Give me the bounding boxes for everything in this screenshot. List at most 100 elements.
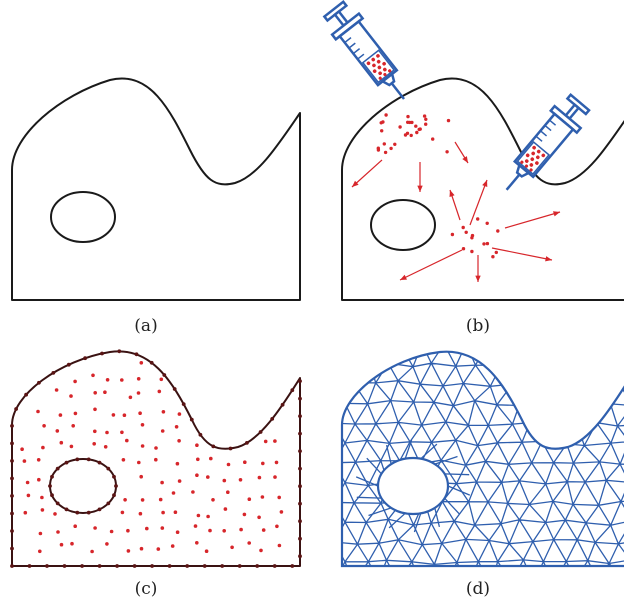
particle [80, 564, 84, 568]
particle [36, 409, 40, 414]
particle [298, 484, 302, 489]
particle [66, 362, 71, 367]
particle [247, 541, 251, 545]
particle [376, 148, 381, 152]
particle [97, 460, 102, 465]
spread-arrows [351, 141, 561, 282]
particle [174, 425, 179, 429]
particle [226, 490, 230, 495]
particle [139, 361, 144, 365]
particle [238, 478, 243, 482]
particle [93, 407, 97, 412]
particle [263, 439, 268, 444]
particle [156, 547, 161, 551]
particle [27, 564, 32, 568]
particle [70, 541, 74, 546]
particle [37, 380, 41, 385]
particle [14, 407, 18, 411]
particle [20, 447, 24, 452]
particle [160, 429, 165, 433]
arrow [475, 255, 481, 282]
particle [75, 457, 80, 462]
particle [136, 377, 141, 381]
particle [393, 142, 397, 146]
particle [55, 429, 60, 433]
particle [159, 377, 164, 382]
particle [128, 395, 133, 400]
particle [298, 414, 302, 418]
particle [109, 529, 114, 534]
particle [177, 439, 181, 443]
particle [461, 225, 465, 230]
syringe-icon [322, 0, 405, 100]
particle [450, 232, 455, 237]
particle [149, 360, 154, 365]
particle [53, 512, 57, 516]
particle [211, 498, 215, 502]
particle [195, 443, 199, 448]
particle [274, 460, 279, 465]
caption-d: (d) [466, 579, 490, 599]
particle [191, 490, 195, 494]
particle [496, 229, 500, 233]
particle [75, 510, 80, 515]
arrow [399, 249, 463, 281]
arrow [469, 179, 488, 226]
arrow [504, 211, 561, 229]
particle [112, 474, 116, 479]
particle [59, 542, 64, 547]
hole-d [376, 456, 450, 516]
particle [106, 501, 111, 506]
arrow [449, 189, 461, 221]
particle [446, 118, 451, 123]
particle [161, 410, 166, 414]
particle [83, 356, 87, 361]
particle [10, 494, 14, 498]
particle [134, 352, 139, 357]
particle [259, 548, 263, 553]
caption-b: (b) [466, 316, 490, 336]
particle [86, 457, 91, 462]
particle [122, 413, 127, 418]
particle [260, 495, 265, 499]
particle [10, 424, 14, 428]
particle [476, 217, 480, 221]
particle [162, 373, 167, 377]
particle [161, 510, 165, 515]
particle [209, 456, 213, 461]
particle [136, 391, 141, 395]
particle [204, 549, 209, 553]
particle [261, 528, 266, 532]
particle [171, 491, 176, 495]
particle [10, 546, 14, 551]
particle [93, 526, 97, 530]
particle [173, 510, 178, 514]
particle [177, 479, 182, 483]
panel-b: (b) [322, 0, 624, 336]
particle [145, 526, 149, 531]
particle [41, 445, 45, 450]
particle [140, 423, 145, 427]
particle [62, 564, 67, 568]
particle [24, 392, 28, 397]
particle [10, 564, 14, 568]
particle [10, 476, 14, 481]
particle [93, 391, 97, 395]
domain-outline-a [11, 77, 301, 301]
particle [196, 513, 201, 518]
particle [139, 474, 143, 479]
particle [92, 442, 96, 446]
particle [177, 412, 182, 416]
particle [140, 444, 145, 448]
particle [58, 413, 63, 417]
particle [485, 221, 489, 225]
particle [26, 493, 31, 498]
particle [298, 396, 302, 401]
particle [298, 379, 302, 383]
particle [195, 541, 199, 545]
particle [418, 127, 422, 131]
particle [137, 460, 141, 465]
particle [298, 431, 302, 436]
particle [126, 528, 130, 533]
